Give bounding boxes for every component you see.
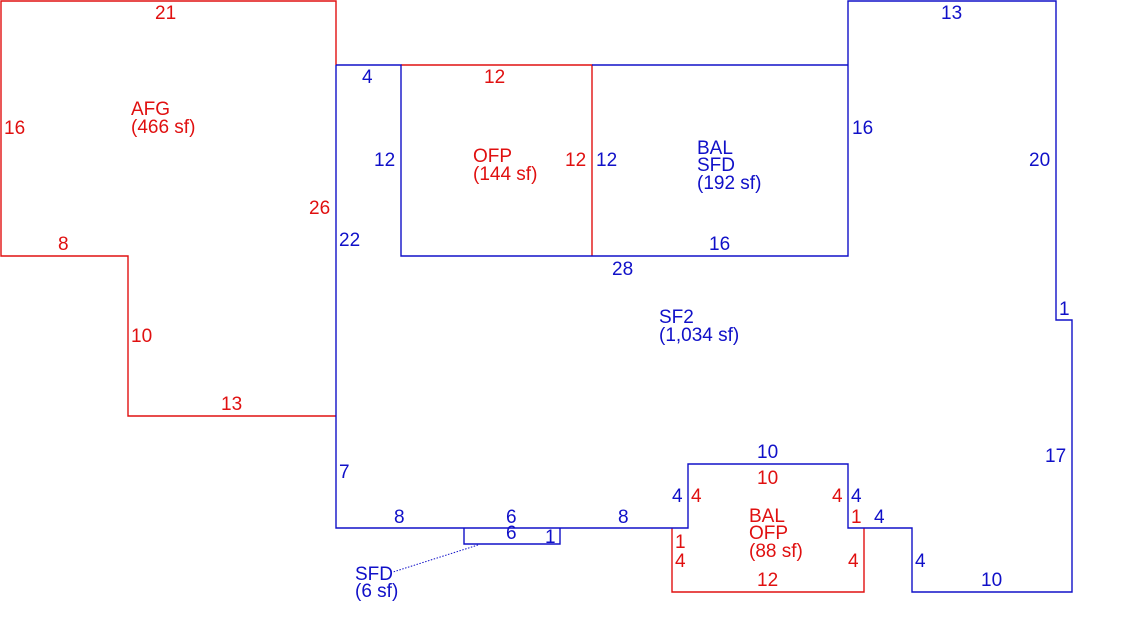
bal-sfd-area: (192 sf) [697, 173, 761, 194]
dim-bay-left: 4 [672, 486, 683, 507]
dim-bal-ofp-right-lower: 4 [848, 551, 859, 572]
dim-sf2-left-upper: 22 [339, 230, 360, 251]
dim-sf2-top-right: 13 [941, 3, 962, 24]
dim-sf2-right-lower: 17 [1045, 446, 1066, 467]
sfd-outline [463, 528, 561, 545]
afg-label: AFG [131, 99, 170, 120]
dim-afg-top: 21 [155, 3, 176, 24]
dim-sf2-bottom-left: 8 [394, 507, 405, 528]
dim-sf2-bottom-mid: 6 [506, 507, 517, 528]
dim-sf2-right-jog: 1 [1059, 299, 1070, 320]
dim-sf2-step-down: 4 [915, 551, 926, 572]
dim-afg-left: 16 [4, 118, 25, 139]
bal-ofp-label-1: BAL [749, 506, 785, 527]
bal-sfd-label-1: BAL [697, 138, 733, 159]
sf2-outline [335, 0, 1073, 593]
dim-ofp-top: 12 [484, 67, 505, 88]
dim-afg-right: 26 [309, 198, 330, 219]
afg-area: (466 sf) [131, 117, 195, 138]
dim-sf2-step-across: 4 [874, 507, 885, 528]
dim-bal-sfd-right: 16 [852, 118, 873, 139]
dim-sf2-left-lower: 7 [339, 462, 350, 483]
dim-afg-bottom: 13 [221, 394, 242, 415]
ofp-label: OFP [473, 146, 512, 167]
dim-bal-sfd-bottom: 16 [709, 234, 730, 255]
dim-sfd-top: 6 [506, 523, 517, 544]
bal-ofp-area: (88 sf) [749, 541, 803, 562]
dim-afg-step-side: 10 [131, 326, 152, 347]
bal-sfd-label-2: SFD [697, 155, 735, 176]
dim-sf2-bottom-right: 8 [618, 507, 629, 528]
dim-bal-ofp-top: 10 [757, 468, 778, 489]
dim-sfd-side: 1 [545, 527, 556, 548]
dim-bal-ofp-right-upper: 4 [832, 486, 843, 507]
dim-afg-step-top: 8 [58, 234, 69, 255]
dim-ofp-right: 12 [565, 150, 586, 171]
dim-bay-right: 4 [851, 486, 862, 507]
dim-sf2-bottom-far: 10 [981, 570, 1002, 591]
dim-bal-ofp-left-upper: 4 [691, 486, 702, 507]
dim-bal-ofp-left-jog: 1 [675, 532, 686, 553]
ofp-area: (144 sf) [473, 164, 537, 185]
dim-sf2-top-left: 4 [362, 67, 373, 88]
dim-bal-ofp-bottom: 12 [757, 570, 778, 591]
sfd-area: (6 sf) [355, 581, 398, 602]
bal-ofp-label-2: OFP [749, 523, 788, 544]
sfd-label: SFD [355, 564, 393, 585]
dim-bay-top: 10 [757, 442, 778, 463]
sfd-leader-line [392, 544, 479, 573]
dim-sf2-notch-bottom: 28 [612, 259, 633, 280]
dim-bal-ofp-right-jog: 1 [851, 507, 862, 528]
dim-bal-sfd-left: 12 [596, 150, 617, 171]
afg-outline [0, 0, 337, 417]
dim-ofp-left: 12 [374, 150, 395, 171]
bal-ofp-outline [671, 528, 865, 593]
dim-bal-ofp-left-lower: 4 [675, 551, 686, 572]
dim-sf2-right-upper: 20 [1029, 150, 1050, 171]
sf2-area: (1,034 sf) [659, 325, 739, 346]
sf2-label: SF2 [659, 307, 694, 328]
